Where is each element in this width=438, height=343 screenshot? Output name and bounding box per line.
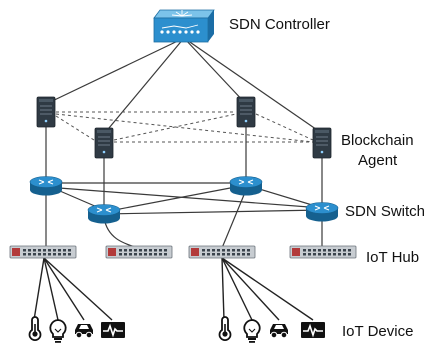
sdn-switch-3 [229,176,263,196]
router-icon [305,202,339,222]
iot-hub-2 [105,245,173,259]
car-icon [75,324,93,339]
agent-mesh-dashed-links [55,111,314,143]
label-sdn-controller: SDN Controller [229,16,330,33]
router-icon [229,176,263,196]
network-hub-icon [9,245,77,259]
thermometer-icon [28,316,42,341]
blockchain-agent-4 [312,127,332,159]
server-tower-icon [36,96,56,128]
router-icon [29,176,63,196]
switch-mesh-links [45,182,323,215]
network-hub-icon [188,245,256,259]
iot-hub-4 [289,245,357,259]
network-hub-icon [289,245,357,259]
label-blockchain-line1: Blockchain [341,132,414,149]
sdn-switch-2 [87,204,121,224]
switch-hub-links [45,189,323,249]
blockchain-agent-2 [94,127,114,159]
agent-switch-links [45,126,323,206]
sdn-switch-4 [305,202,339,222]
blockchain-agent-1 [36,96,56,128]
router-icon [87,204,121,224]
heartbeat-monitor-icon [101,322,125,338]
hub-device-links [33,257,314,321]
server-tower-icon [236,96,256,128]
server-tower-icon [94,127,114,159]
car-icon [270,324,288,339]
iot-hub-1 [9,245,77,259]
device-group-2 [218,316,325,343]
label-blockchain-line2: Agent [358,152,398,169]
heartbeat-monitor-icon [301,322,325,338]
label-sdn-switch: SDN Switch [345,203,425,220]
server-tower-icon [312,127,332,159]
label-iot-hub: IoT Hub [366,249,419,266]
sdn-switch-1 [29,176,63,196]
network-hub-icon [105,245,173,259]
iot-hub-3 [188,245,256,259]
lightbulb-icon [243,319,261,343]
sdn-controller-icon [153,9,215,43]
label-iot-device: IoT Device [342,323,413,340]
device-group-1 [28,316,125,343]
blockchain-agent-3 [236,96,256,128]
lightbulb-icon [49,319,67,343]
controller-links [45,37,324,135]
thermometer-icon [218,316,232,341]
